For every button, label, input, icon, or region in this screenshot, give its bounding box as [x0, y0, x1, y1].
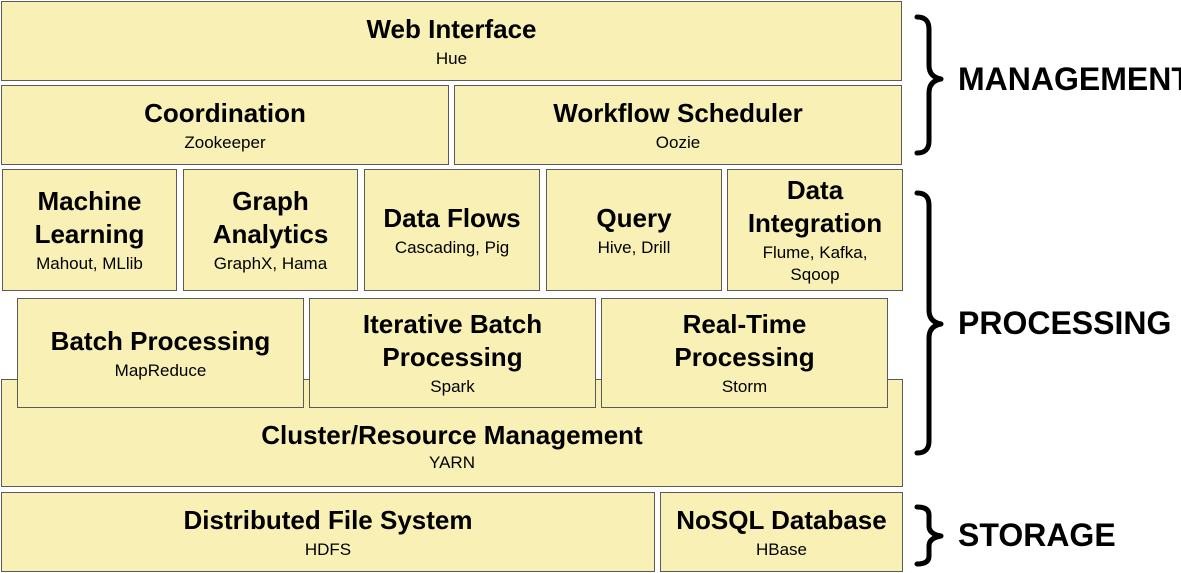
management-label: MANAGEMENT: [958, 61, 1181, 97]
coordination-title: Coordination: [144, 97, 306, 128]
distributed-file-system-title: Distributed File System: [183, 504, 473, 535]
data-flows-title: Data Flows: [383, 202, 521, 233]
processing-label: PROCESSING: [958, 305, 1172, 341]
web-interface-title: Web Interface: [366, 13, 537, 44]
nosql-database-sub: HBase: [755, 539, 808, 559]
machine-learning-sub: Mahout, MLlib: [36, 254, 143, 273]
distributed-file-system-box: Distributed File System HDFS: [1, 492, 655, 572]
web-interface-box: Web Interface Hue: [1, 1, 902, 81]
nosql-database-box: NoSQL Database HBase: [660, 492, 903, 572]
machine-learning-title: Machine Learning: [34, 186, 145, 249]
storage-brace: [914, 504, 944, 567]
storage-label: STORAGE: [958, 517, 1116, 553]
data-integration-title: Data Integration: [747, 175, 883, 238]
data-flows-sub: Cascading, Pig: [394, 237, 510, 257]
cluster-management-title: Cluster/Resource Management: [261, 420, 643, 450]
iterative-batch-title: Iterative Batch Processing: [362, 309, 543, 372]
coordination-sub: Zookeeper: [184, 132, 266, 152]
coordination-box: Coordination Zookeeper: [1, 85, 449, 165]
data-integration-box: Data Integration Flume, Kafka, Sqoop: [727, 169, 903, 291]
workflow-scheduler-title: Workflow Scheduler: [553, 97, 803, 128]
realtime-processing-box: Real-Time Processing Storm: [601, 298, 888, 408]
query-box: Query Hive, Drill: [546, 169, 722, 291]
realtime-processing-title: Real-Time Processing: [674, 309, 815, 372]
workflow-scheduler-box: Workflow Scheduler Oozie: [454, 85, 902, 165]
query-title: Query: [596, 202, 672, 233]
data-integration-sub: Flume, Kafka, Sqoop: [762, 243, 868, 284]
iterative-batch-sub: Spark: [430, 377, 475, 396]
data-flows-box: Data Flows Cascading, Pig: [364, 169, 540, 291]
graph-analytics-box: Graph Analytics GraphX, Hama: [183, 169, 358, 291]
graph-analytics-title: Graph Analytics: [212, 186, 329, 249]
distributed-file-system-sub: HDFS: [304, 539, 352, 559]
management-brace: [914, 14, 944, 156]
realtime-processing-sub: Storm: [721, 377, 768, 396]
web-interface-sub: Hue: [435, 48, 468, 68]
query-sub: Hive, Drill: [597, 237, 671, 257]
batch-processing-sub: MapReduce: [114, 360, 207, 380]
machine-learning-box: Machine Learning Mahout, MLlib: [2, 169, 177, 291]
batch-processing-box: Batch Processing MapReduce: [17, 298, 304, 408]
nosql-database-title: NoSQL Database: [676, 504, 887, 535]
workflow-scheduler-sub: Oozie: [655, 132, 701, 152]
graph-analytics-sub: GraphX, Hama: [213, 254, 328, 273]
iterative-batch-box: Iterative Batch Processing Spark: [309, 298, 596, 408]
cluster-management-sub: YARN: [429, 453, 475, 472]
processing-brace: [914, 190, 944, 456]
batch-processing-title: Batch Processing: [50, 325, 271, 356]
